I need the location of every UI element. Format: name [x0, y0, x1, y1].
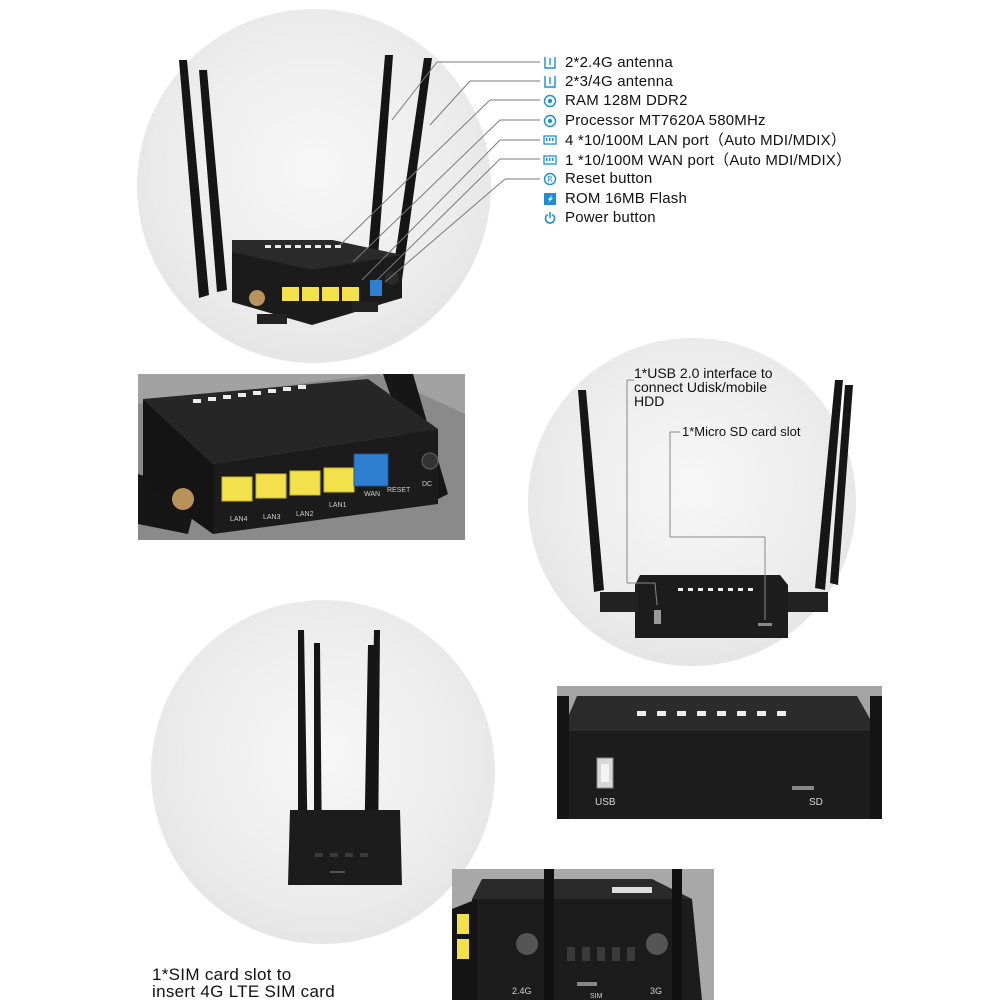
port-label-lan4: LAN4: [230, 516, 248, 523]
spec-label: 2*2.4G antenna: [565, 54, 673, 71]
antenna-icon: [543, 75, 557, 89]
usb-callout-line1: 1*USB 2.0 interface to: [634, 365, 773, 381]
spec-label: RAM 128M DDR2: [565, 92, 688, 109]
lan-port-icon: [543, 133, 557, 147]
usb-sd-leader-lines: [626, 379, 766, 620]
router-side-illustration: [288, 630, 402, 885]
usb-callout-line3: HDD: [634, 393, 665, 409]
spec-item-antenna-34g: 2*3/4G antenna: [543, 72, 673, 91]
spec-leader-lines: [339, 61, 540, 283]
port-label-wan: WAN: [364, 491, 381, 498]
port-label-lan3: LAN3: [263, 514, 281, 521]
port-label-lan2: LAN2: [296, 511, 314, 518]
usb-sd-closeup-photo: USB SD: [557, 686, 882, 819]
sim-closeup-photo: 2.4G SIM 3G: [452, 869, 714, 1000]
spec-item-ram: RAM 128M DDR2: [543, 91, 688, 110]
antenna-24g-label: 2.4G: [512, 986, 532, 996]
spec-label: Reset button: [565, 170, 653, 187]
sim-callout-line1: 1*SIM card slot to: [152, 965, 292, 984]
antenna-icon: [543, 56, 557, 70]
spec-item-wan-port: 1 *10/100M WAN port（Auto MDI/MDIX）: [543, 150, 851, 169]
flash-icon: [543, 192, 557, 206]
spec-item-processor: Processor MT7620A 580MHz: [543, 111, 766, 130]
antenna-3g-label: 3G: [650, 986, 663, 996]
usb-port-label: USB: [595, 797, 616, 808]
spec-item-reset: R Reset button: [543, 169, 652, 188]
spec-item-antenna-24g: 2*2.4G antenna: [543, 53, 673, 72]
spec-item-flash: ROM 16MB Flash: [543, 189, 687, 208]
sim-slot-label: SIM: [590, 993, 603, 1000]
wan-port-icon: [543, 153, 557, 167]
usb-callout: 1*USB 2.0 interface to connect Udisk/mob…: [634, 366, 773, 408]
svg-text:R: R: [547, 175, 553, 184]
port-label-lan1: LAN1: [329, 502, 347, 509]
router-side-circle: [151, 600, 495, 944]
spec-item-lan-port: 4 *10/100M LAN port（Auto MDI/MDIX）: [543, 130, 846, 149]
usb-callout-line2: connect Udisk/mobile: [634, 379, 768, 395]
sim-callout: 1*SIM card slot to insert 4G LTE SIM car…: [152, 966, 335, 1000]
spec-label: Processor MT7620A 580MHz: [565, 112, 766, 129]
port-closeup-photo: LAN4 LAN3 LAN2 LAN1 WAN RESET DC: [138, 374, 465, 540]
sd-callout: 1*Micro SD card slot: [682, 424, 801, 439]
ram-icon: [543, 94, 557, 108]
processor-icon: [543, 114, 557, 128]
spec-label: ROM 16MB Flash: [565, 190, 687, 207]
port-label-reset: RESET: [387, 487, 411, 494]
spec-item-power: Power button: [543, 208, 656, 227]
port-label-dc: DC: [422, 481, 433, 488]
router-front-illustration: [578, 380, 853, 638]
spec-label: Power button: [565, 209, 656, 226]
power-icon: [543, 211, 557, 225]
spec-label: 4 *10/100M LAN port（Auto MDI/MDIX）: [565, 132, 847, 149]
spec-label: 1 *10/100M WAN port（Auto MDI/MDIX）: [565, 152, 852, 169]
spec-label: 2*3/4G antenna: [565, 73, 673, 90]
router-back-illustration: [179, 55, 432, 325]
sim-callout-line2: insert 4G LTE SIM card: [152, 982, 335, 1001]
reset-icon: R: [543, 172, 557, 186]
sd-slot-label: SD: [809, 797, 823, 808]
